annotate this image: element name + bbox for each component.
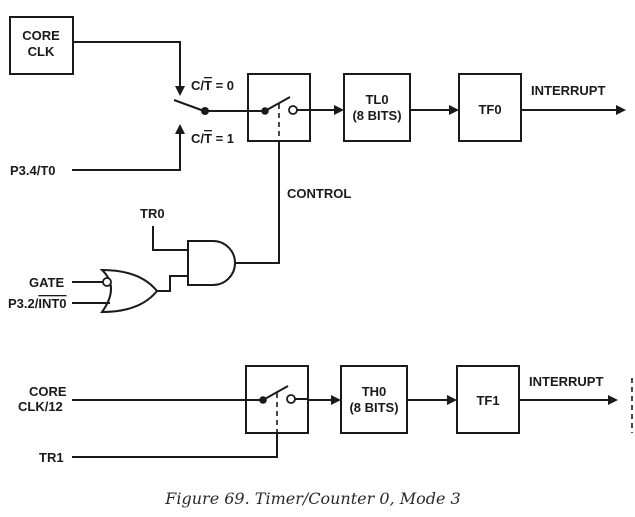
gate-input-bubble [102,277,112,287]
th0-box [340,365,408,434]
control-label: CONTROL [287,186,351,201]
tf1-arrowhead [447,395,457,405]
core-clk-label-line2: CLK [28,44,55,59]
core-clk12-label-line2: CLK/12 [18,399,63,414]
core-clk-label-line1: CORE [22,28,60,43]
switch-top-blade [264,96,291,112]
interrupt-top-label: INTERRUPT [531,83,605,98]
ct-one-label: C/T = 1 [191,131,234,146]
core-clk-arrowhead [175,86,185,96]
p34-arrowhead [175,124,185,134]
control-wire [236,141,280,264]
gate-label: GATE [29,275,64,290]
tf0-box [458,73,522,142]
tr1-label: TR1 [39,450,64,465]
switch-top-contact [288,105,298,115]
and-gate [187,240,236,286]
core-clk12-label-line1: CORE [29,384,67,399]
tr1-wire [72,433,278,458]
switch-bottom-contact [286,394,296,404]
figure-caption: Figure 69. Timer/Counter 0, Mode 3 [164,489,460,508]
or-to-and-wire [157,275,188,292]
ct-zero-label: C/T = 0 [191,78,234,93]
tf0-arrowhead [449,105,459,115]
interrupt-bottom-arrowhead [608,395,618,405]
tl0-box [343,73,411,142]
p34-wire [72,128,181,171]
th0-label-line1: TH0 [362,384,387,399]
core-clk-wire [73,41,181,92]
switch-bottom-blade [262,385,289,401]
tl0-arrowhead [334,105,344,115]
p32-int0-label: P3.2/INT0 [8,296,67,311]
interrupt-bottom-label: INTERRUPT [529,374,603,389]
mux-switch-arm [173,99,205,112]
tl0-label-line2: (8 BITS) [352,108,401,123]
tf1-label: TF1 [476,393,499,408]
tl0-label-line1: TL0 [365,92,388,107]
or-gate [99,268,159,314]
tr0-label: TR0 [140,206,165,221]
core-clk-box [9,16,74,75]
th0-label-line2: (8 BITS) [349,400,398,415]
tf0-label: TF0 [478,102,501,117]
tr0-wire [152,226,188,251]
th0-arrowhead [331,395,341,405]
p34-t0-label: P3.4/T0 [10,163,56,178]
interrupt-top-arrowhead [616,105,626,115]
